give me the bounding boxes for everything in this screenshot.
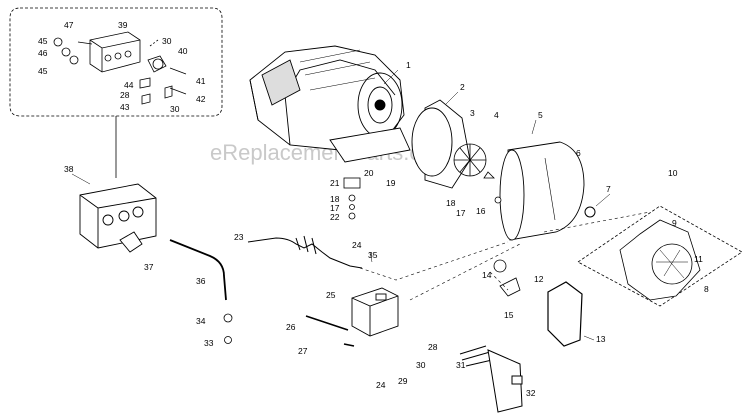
motor-assembly bbox=[249, 45, 411, 163]
callout-45b: 45 bbox=[38, 66, 48, 76]
callout-5: 5 bbox=[538, 110, 543, 120]
callout-1: 1 bbox=[406, 60, 411, 70]
callout-44: 44 bbox=[124, 80, 134, 90]
callout-20: 20 bbox=[364, 168, 374, 178]
callout-35: 35 bbox=[368, 250, 378, 260]
callout-10: 10 bbox=[668, 168, 678, 178]
callout-38: 38 bbox=[64, 164, 74, 174]
callout-33: 33 bbox=[204, 338, 214, 348]
callout-45: 45 bbox=[38, 36, 48, 46]
callout-39: 39 bbox=[118, 20, 128, 30]
callout-16: 16 bbox=[476, 206, 486, 216]
callout-6: 6 bbox=[576, 148, 581, 158]
callout-7: 7 bbox=[606, 184, 611, 194]
callout-29: 29 bbox=[398, 376, 408, 386]
callouts: 47 39 45 46 45 30 40 41 44 28 42 43 30 1… bbox=[38, 20, 709, 398]
callout-15: 15 bbox=[504, 310, 514, 320]
manifold-block bbox=[79, 183, 157, 253]
callout-17b: 17 bbox=[330, 203, 340, 213]
callout-13: 13 bbox=[596, 334, 606, 344]
cover bbox=[499, 141, 585, 241]
callout-25: 25 bbox=[326, 290, 336, 300]
callout-40: 40 bbox=[178, 46, 188, 56]
callout-ticks bbox=[71, 69, 611, 341]
hose bbox=[247, 235, 363, 269]
callout-17: 17 bbox=[456, 208, 466, 218]
power-cord bbox=[459, 345, 523, 413]
callout-18b: 18 bbox=[330, 194, 340, 204]
callout-47: 47 bbox=[64, 20, 74, 30]
small-parts bbox=[343, 171, 502, 220]
callout-37: 37 bbox=[144, 262, 154, 272]
callout-42: 42 bbox=[196, 94, 206, 104]
callout-28: 28 bbox=[120, 90, 130, 100]
callout-30c: 30 bbox=[416, 360, 426, 370]
pressure-switch bbox=[351, 287, 399, 337]
inset-box bbox=[9, 7, 223, 178]
callout-30b: 30 bbox=[170, 104, 180, 114]
callout-22: 22 bbox=[330, 212, 340, 222]
callout-8: 8 bbox=[704, 284, 709, 294]
callout-14: 14 bbox=[482, 270, 492, 280]
callout-19: 19 bbox=[386, 178, 396, 188]
grille-box bbox=[577, 205, 743, 307]
callout-11: 11 bbox=[694, 254, 703, 264]
shroud bbox=[411, 99, 471, 189]
callout-43: 43 bbox=[120, 102, 130, 112]
fitting-14 bbox=[493, 259, 521, 297]
callout-41: 41 bbox=[196, 76, 206, 86]
callout-3: 3 bbox=[470, 108, 475, 118]
callout-31: 31 bbox=[456, 360, 466, 370]
callout-21: 21 bbox=[330, 178, 340, 188]
fan bbox=[453, 143, 487, 177]
rod-26 bbox=[305, 315, 355, 347]
callout-28b: 28 bbox=[428, 342, 438, 352]
callout-36: 36 bbox=[196, 276, 206, 286]
callout-32: 32 bbox=[526, 388, 536, 398]
callout-4: 4 bbox=[494, 110, 499, 120]
callout-46: 46 bbox=[38, 48, 48, 58]
bracket bbox=[547, 281, 583, 347]
callout-30: 30 bbox=[162, 36, 172, 46]
callout-27: 27 bbox=[298, 346, 308, 356]
bolt-7 bbox=[584, 206, 596, 218]
callout-34: 34 bbox=[196, 316, 206, 326]
callout-18: 18 bbox=[446, 198, 456, 208]
callout-26: 26 bbox=[286, 322, 296, 332]
leader-lines bbox=[359, 211, 651, 301]
callout-9: 9 bbox=[672, 218, 677, 228]
callout-24: 24 bbox=[352, 240, 362, 250]
callout-2: 2 bbox=[460, 82, 465, 92]
tube bbox=[169, 239, 233, 344]
callout-23: 23 bbox=[234, 232, 244, 242]
callout-24b: 24 bbox=[376, 380, 386, 390]
callout-12: 12 bbox=[534, 274, 544, 284]
